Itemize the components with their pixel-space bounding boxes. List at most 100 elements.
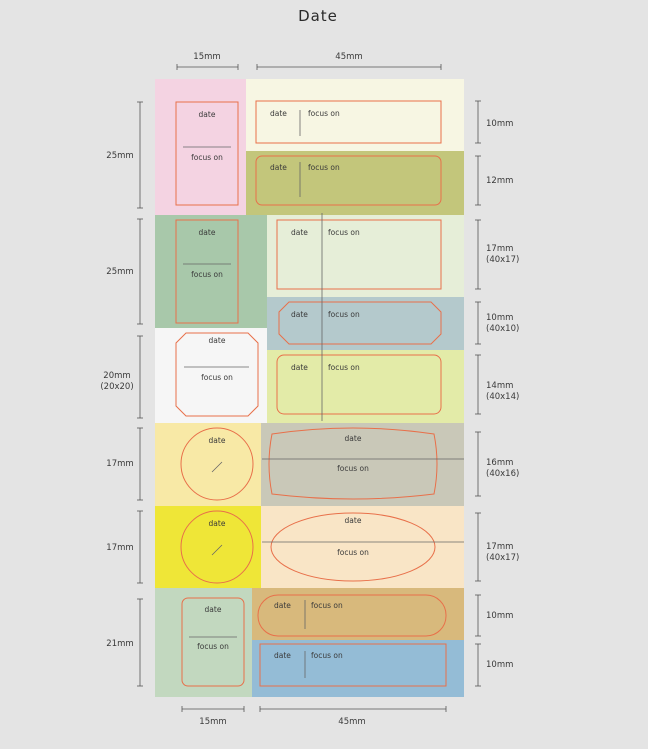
sticker-date-label: date [291,228,308,237]
sticker-date-label: date [274,651,291,660]
sticker-date-label: date [199,228,216,237]
right-height-dimensions: 10mm 12mm 17mm (40x17) 10mm (40x10) 14mm… [475,100,519,687]
sticker-outline [175,101,239,206]
top-width-left-label: 15mm [193,52,220,62]
right-dim-label: 16mm [486,458,513,468]
right-dim-label: (40x16) [486,469,519,479]
sticker-date-label: date [345,516,362,525]
sticker-date-label: date [274,601,291,610]
block-blue [252,640,464,697]
block-olive [246,151,464,215]
block-pale-yellow [155,423,261,506]
sticker-focus-label: focus on [201,373,233,382]
sticker-focus-label: focus on [191,153,223,162]
left-dim-label: 17mm [106,459,133,469]
sticker-outline [257,594,447,637]
left-dim-label: (20x20) [100,382,133,392]
sticker-date-label: date [291,310,308,319]
block-taupe [261,423,464,506]
bottom-width-dimensions: 15mm 45mm [181,706,447,727]
block-grey-blue [267,297,464,350]
sticker-outline [255,155,442,206]
top-width-dimensions: 15mm 45mm [176,52,442,70]
right-dim-label: 10mm [486,313,513,323]
sticker-date-label: date [199,110,216,119]
right-dim-label: 17mm [486,244,513,254]
left-dim-label: 21mm [106,639,133,649]
sticker-outline [278,301,442,345]
block-cream [246,79,464,151]
sticker-horizontal-17mm: date focus on [276,219,442,290]
sticker-focus-label: focus on [311,601,343,610]
block-lime-pale [267,350,464,423]
bottom-width-right-label: 45mm [338,717,365,727]
block-pale-green [267,215,464,297]
sticker-outline [276,219,442,290]
right-dim-label: (40x17) [486,553,519,563]
page-title: Date [298,7,338,25]
sticker-focus-label: focus on [191,270,223,279]
sticker-date-label: date [345,434,362,443]
right-dim-label: 10mm [486,660,513,670]
block-sage [155,215,267,328]
sticker-horizontal-14mm: date focus on [276,354,442,415]
sticker-barrel-16mm: date focus on [262,427,464,500]
block-white [155,328,267,423]
sticker-date-label: date [270,163,287,172]
sticker-octagon-10mm: date focus on [278,301,442,345]
sticker-rect-10mm-blue: date focus on [259,643,447,687]
sticker-date-label: date [270,109,287,118]
sticker-focus-label: focus on [311,651,343,660]
sticker-circle-17mm-a: date [180,427,254,501]
right-dim-label: (40x17) [486,255,519,265]
sticker-outline [270,512,436,582]
sticker-vertical-25mm-a: date focus on [175,101,239,206]
sticker-focus-label: focus on [328,363,360,372]
left-dim-label: 25mm [106,151,133,161]
right-dim-label: (40x14) [486,392,519,402]
bottom-width-left-label: 15mm [199,717,226,727]
sticker-outline [181,597,245,687]
sticker-focus-label: focus on [337,548,369,557]
top-width-right-label: 45mm [335,52,362,62]
sticker-vertical-21mm: date focus on [181,597,245,687]
sticker-outline [268,427,438,500]
right-dim-label: 17mm [486,542,513,552]
sticker-outline [180,427,254,501]
right-dim-label: 10mm [486,119,513,129]
sticker-circle-17mm-b: date [180,510,254,584]
sticker-outline [259,643,447,687]
sticker-date-label: date [205,605,222,614]
sticker-horizontal-10mm: date focus on [255,100,442,144]
sticker-focus-label: focus on [337,464,369,473]
block-tan [252,588,464,640]
block-yellow [155,506,261,588]
sticker-pill-10mm: date focus on [257,594,447,637]
right-dim-label: 12mm [486,176,513,186]
right-dim-label: 10mm [486,611,513,621]
sticker-outline [255,100,442,144]
sticker-date-label: date [209,436,226,445]
sticker-outline [180,510,254,584]
sticker-focus-label: focus on [328,228,360,237]
sticker-horizontal-12mm: date focus on [255,155,442,206]
sticker-focus-label: focus on [328,310,360,319]
sticker-focus-label: focus on [197,642,229,651]
left-height-dimensions: 25mm 25mm 20mm (20x20) 17mm 17mm 21mm [100,101,143,687]
sticker-outline [276,354,442,415]
sticker-vertical-25mm-b: date focus on [175,219,239,324]
background-blocks [155,79,464,697]
sticker-outline [175,219,239,324]
sticker-ellipse-17mm: date focus on [262,512,464,582]
sticker-octagon-20mm: date focus on [175,332,259,417]
sticker-outline [175,332,259,417]
sticker-date-label: date [209,519,226,528]
block-peach [261,506,464,588]
sticker-date-label: date [291,363,308,372]
block-mint [155,588,252,697]
left-dim-label: 17mm [106,543,133,553]
right-dim-label: (40x10) [486,324,519,334]
left-dim-label: 20mm [103,371,130,381]
sticker-divider [211,544,223,556]
